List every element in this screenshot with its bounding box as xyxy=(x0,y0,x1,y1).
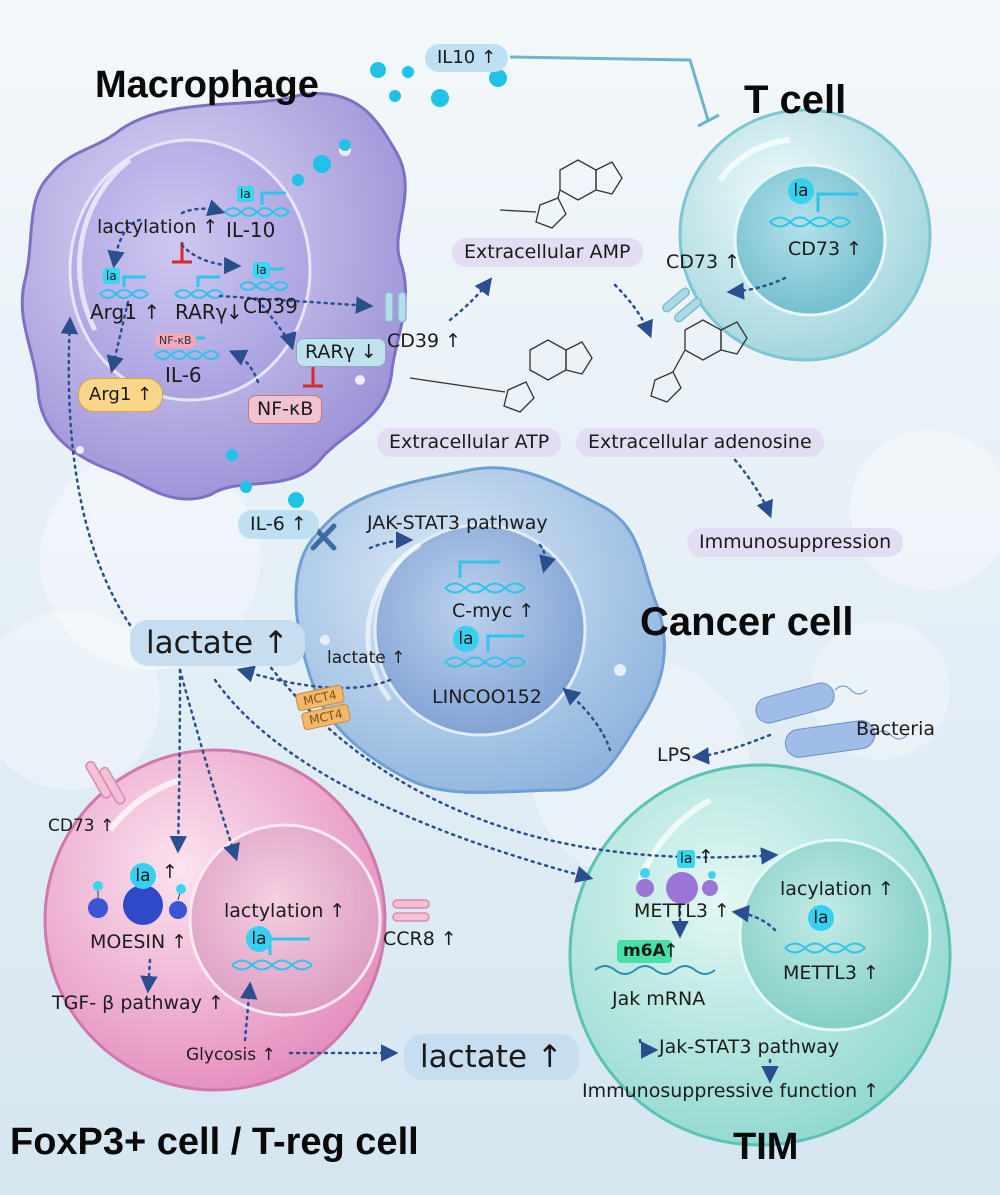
jak-mrna-label: Jak mRNA xyxy=(612,988,706,1010)
tim-mettl3-gene-label: METTL3 ↑ xyxy=(783,962,879,984)
macrophage-cd39-gene-label: CD39 xyxy=(243,294,298,318)
cancer-lactate-label: lactate ↑ xyxy=(327,648,406,668)
m6a-badge: m6A xyxy=(617,940,672,963)
macrophage-il10-label: IL-10 xyxy=(226,218,276,242)
macrophage-rarg-down-arrow: ↓ xyxy=(226,300,243,324)
cancer-cell xyxy=(294,466,666,794)
ccr8-label: CCR8 ↑ xyxy=(383,928,457,950)
tcell-title: T cell xyxy=(744,78,847,122)
la-badge: la xyxy=(677,850,696,868)
treg-cell-title: FoxP3+ cell / T-reg cell xyxy=(10,1121,419,1163)
la-badge: la xyxy=(103,268,120,284)
lactate-bottom-badge: lactate ↑ xyxy=(404,1034,579,1081)
jak-mrna-strand xyxy=(594,965,716,975)
macrophage-rarg-gene-label: RARγ xyxy=(175,300,228,324)
cd73-receptor-tcell xyxy=(662,287,702,323)
jak-stat3-pathway-label: JAK-STAT3 pathway xyxy=(367,512,548,534)
la-badge: la xyxy=(246,926,272,952)
tcell-cd73-surface-label: CD73 ↑ xyxy=(666,251,741,273)
dna-helices xyxy=(99,207,866,971)
cmyc-label: C-myc ↑ xyxy=(452,600,535,622)
immunosuppression-label: Immunosuppression xyxy=(687,528,904,557)
nfkb-signal-badge: NF-κB xyxy=(248,395,323,424)
treg-lactylation-label: lactylation ↑ xyxy=(224,900,346,922)
tim-mettl3-spheres xyxy=(636,868,718,904)
tim-lacylation-label: lacylation ↑ xyxy=(780,878,894,900)
bacteria-label: Bacteria xyxy=(856,718,935,740)
extracellular-adenosine-label: Extracellular adenosine xyxy=(576,428,824,457)
la-badge: la xyxy=(130,863,156,889)
tim-mettl3-protein-label: METTL3 ↑ xyxy=(634,900,730,922)
glycosis-label: Glycosis ↑ xyxy=(186,1045,276,1065)
linc00152-label: LINCOO152 xyxy=(432,686,542,708)
extracellular-atp-label: Extracellular ATP xyxy=(377,428,562,457)
atp-molecule xyxy=(409,339,593,413)
macrophage-arg1-gene-label: Arg1 ↑ xyxy=(90,300,161,324)
tim-cell xyxy=(568,763,952,1147)
tim-title: TIM xyxy=(733,1126,799,1168)
moesin-label: MOESIN ↑ xyxy=(90,931,188,953)
adenosine-molecule xyxy=(650,319,748,403)
il10-droplets xyxy=(226,62,507,508)
tcell-cd73-gene-label: CD73 ↑ xyxy=(788,238,863,260)
la-badge: la xyxy=(788,178,814,204)
m6a-up-arrow: ↑ xyxy=(663,940,679,962)
bacteria xyxy=(755,682,908,758)
cd73-receptor-treg xyxy=(85,760,126,805)
rarg-signal-badge: RARγ ↓ xyxy=(296,338,386,367)
cd39-label: CD39 ↑ xyxy=(387,330,462,352)
la-badge: la xyxy=(453,626,479,652)
treg-cd73-label: CD73 ↑ xyxy=(48,816,115,836)
treg-la-up-arrow: ↑ xyxy=(162,861,178,883)
macrophage-lactylation-label: lactylation ↑ xyxy=(97,216,219,238)
cancer-cell-title: Cancer cell xyxy=(640,600,854,644)
il6-signal-badge: IL-6 ↑ xyxy=(238,510,319,539)
lactate-left-badge: lactate ↑ xyxy=(130,620,305,667)
la-badge: la xyxy=(237,186,254,202)
macrophage-title: Macrophage xyxy=(95,64,319,106)
tim-la-up-arrow: ↑ xyxy=(698,846,714,868)
la-badge: la xyxy=(253,262,270,278)
ccr8-receptor xyxy=(392,899,430,922)
t-cell xyxy=(678,108,932,362)
macrophage-il6-gene-label: IL-6 xyxy=(165,363,202,387)
tgf-beta-pathway-label: TGF- β pathway ↑ xyxy=(52,992,224,1014)
amp-molecule xyxy=(499,159,623,229)
extracellular-amp-label: Extracellular AMP xyxy=(452,238,643,267)
immunosuppressive-function-label: Immunosuppressive function ↑ xyxy=(582,1080,880,1102)
tim-jak-stat3-pathway-label: Jak-STAT3 pathway xyxy=(659,1036,840,1058)
il10-inhibit-line xyxy=(509,55,710,121)
il10-signal-badge: IL10 ↑ xyxy=(425,44,509,72)
cd39-receptor xyxy=(384,291,407,323)
arg1-product-badge: Arg1 ↑ xyxy=(78,378,164,412)
treg-moesin-spheres xyxy=(88,881,187,925)
nfkb-badge: NF-κB xyxy=(155,333,196,348)
la-badge: la xyxy=(808,905,834,931)
lps-label: LPS xyxy=(657,744,692,766)
